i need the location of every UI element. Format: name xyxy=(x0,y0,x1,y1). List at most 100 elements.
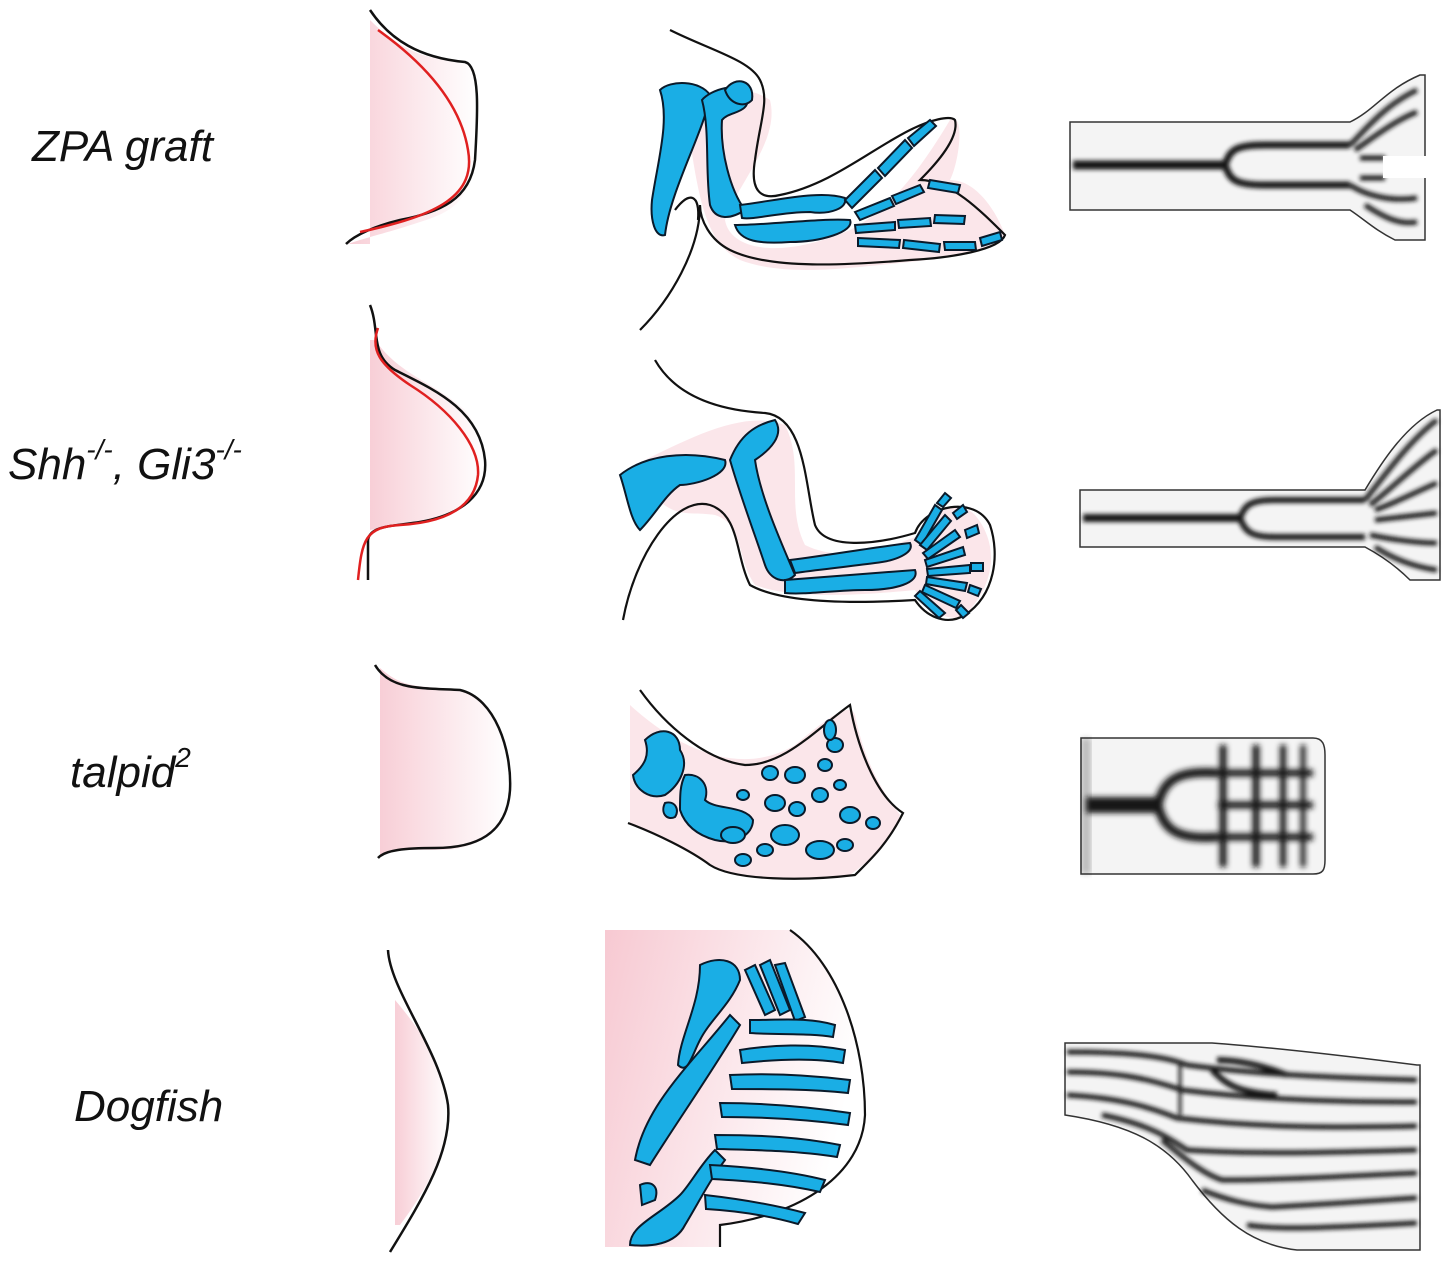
stripe xyxy=(1153,803,1219,843)
body-outline xyxy=(621,359,996,621)
row-label-superscript: -/- xyxy=(215,434,242,466)
stripe xyxy=(1374,510,1438,523)
cartilage-nodule xyxy=(662,801,678,819)
fanned-stripe-pattern-icon xyxy=(1079,409,1441,581)
radial-bone xyxy=(703,1193,807,1226)
polydactyl-limb-skeleton-icon xyxy=(618,359,996,621)
left-edge-shadow xyxy=(1081,738,1091,874)
radial-bone xyxy=(749,1018,837,1039)
limb-bud-dogfish xyxy=(386,949,450,1253)
digit-bone xyxy=(876,138,914,178)
stripe xyxy=(1221,163,1350,189)
cartilage-nodule xyxy=(817,758,833,772)
digit-bone xyxy=(913,503,944,547)
limb-bud-zpa-graft xyxy=(345,9,479,245)
scapula-bone xyxy=(650,82,712,237)
radial-bone xyxy=(773,961,807,1023)
row-label-superscript: 2 xyxy=(175,742,191,774)
limb-bud-tissue xyxy=(370,340,484,530)
limb-bud-outline xyxy=(386,949,450,1253)
metapterygium-bone xyxy=(628,1148,727,1247)
radius-bone xyxy=(738,194,847,220)
fin-radials-skeleton-icon xyxy=(605,929,867,1247)
ulna-bone xyxy=(784,568,917,595)
stripe xyxy=(1201,1187,1418,1210)
domain-gap xyxy=(1383,156,1427,178)
cartilage-nodule xyxy=(839,806,861,824)
stripe xyxy=(1153,767,1219,807)
digit-bone xyxy=(890,183,926,206)
stripe xyxy=(1160,1138,1418,1183)
cartilage-nodule xyxy=(788,801,806,817)
duplicated-wing-skeleton-icon xyxy=(639,29,1007,331)
digit-tip xyxy=(954,603,971,620)
digit-bone xyxy=(913,589,947,620)
stripe xyxy=(1237,497,1365,520)
digit-tip xyxy=(935,491,953,509)
cartilage-nodule xyxy=(833,779,847,791)
radial-bone xyxy=(713,1133,842,1159)
row-label-main: talpid xyxy=(70,748,176,797)
limb-bud-outline xyxy=(345,9,479,245)
stripe xyxy=(1066,1049,1418,1083)
digit-bone xyxy=(918,513,953,552)
stripe xyxy=(1374,480,1438,513)
digit-tip xyxy=(963,523,981,540)
digit-bone xyxy=(978,230,1004,248)
stripe xyxy=(1216,1057,1289,1078)
digit-bone xyxy=(920,583,962,610)
radial-bone xyxy=(728,1073,852,1095)
radius-bone xyxy=(788,541,912,575)
stripe xyxy=(1353,109,1418,153)
row-label-talpid: talpid2 xyxy=(70,744,191,798)
radial-bone xyxy=(758,958,792,1017)
cartilage-nodule xyxy=(756,843,774,857)
limb-bud-outline xyxy=(373,664,512,859)
stripe xyxy=(1221,141,1350,167)
domain-outline xyxy=(1064,1042,1421,1251)
cartilage-nodule xyxy=(734,853,752,867)
digit-bone xyxy=(942,241,978,251)
digit-bone xyxy=(901,238,942,254)
digit-bone xyxy=(857,236,902,250)
cartilage-nodule xyxy=(865,816,881,830)
limb-bud-tissue xyxy=(380,668,509,855)
limb-bud-shh-gli3 xyxy=(356,304,487,581)
parallel-stripe-pattern-icon xyxy=(1064,1042,1421,1251)
radial-bone xyxy=(743,963,777,1017)
body-outline xyxy=(639,29,1007,331)
cartilage-nodule xyxy=(761,765,779,781)
row-label-middle: , Gli3 xyxy=(112,440,216,489)
radial-bone xyxy=(638,1182,658,1207)
cartilage-nodule xyxy=(826,737,844,753)
cartilage-nodule xyxy=(836,838,854,852)
digit-bone xyxy=(926,178,962,195)
row-label-zpa-graft: ZPA graft xyxy=(32,122,213,172)
limb-outline xyxy=(627,689,905,880)
stripe xyxy=(1363,202,1418,226)
digit-bone xyxy=(896,216,933,230)
stripe xyxy=(1369,532,1438,546)
stripe xyxy=(1209,1067,1278,1098)
stripe xyxy=(1101,1112,1418,1156)
basal-bone xyxy=(676,959,742,1069)
cartilage-nodule xyxy=(720,826,746,844)
stripe xyxy=(1246,1220,1418,1231)
stripe xyxy=(1066,1069,1418,1105)
digit-tip xyxy=(970,562,984,572)
stripe xyxy=(1348,87,1419,147)
stripe xyxy=(1348,182,1418,202)
radial-bone xyxy=(708,1163,827,1194)
cartilage-nodule xyxy=(770,824,800,846)
row-label-dogfish: Dogfish xyxy=(74,1082,223,1132)
digit-bone xyxy=(906,118,938,148)
row-label-main: Dogfish xyxy=(74,1082,224,1131)
digit-bone xyxy=(853,196,896,222)
digit-tip xyxy=(951,503,969,521)
stripe xyxy=(1373,544,1438,573)
stripe xyxy=(1237,516,1365,540)
digit-tip xyxy=(966,583,983,598)
domain-outline xyxy=(1069,74,1426,241)
ulna-bone xyxy=(733,218,852,244)
